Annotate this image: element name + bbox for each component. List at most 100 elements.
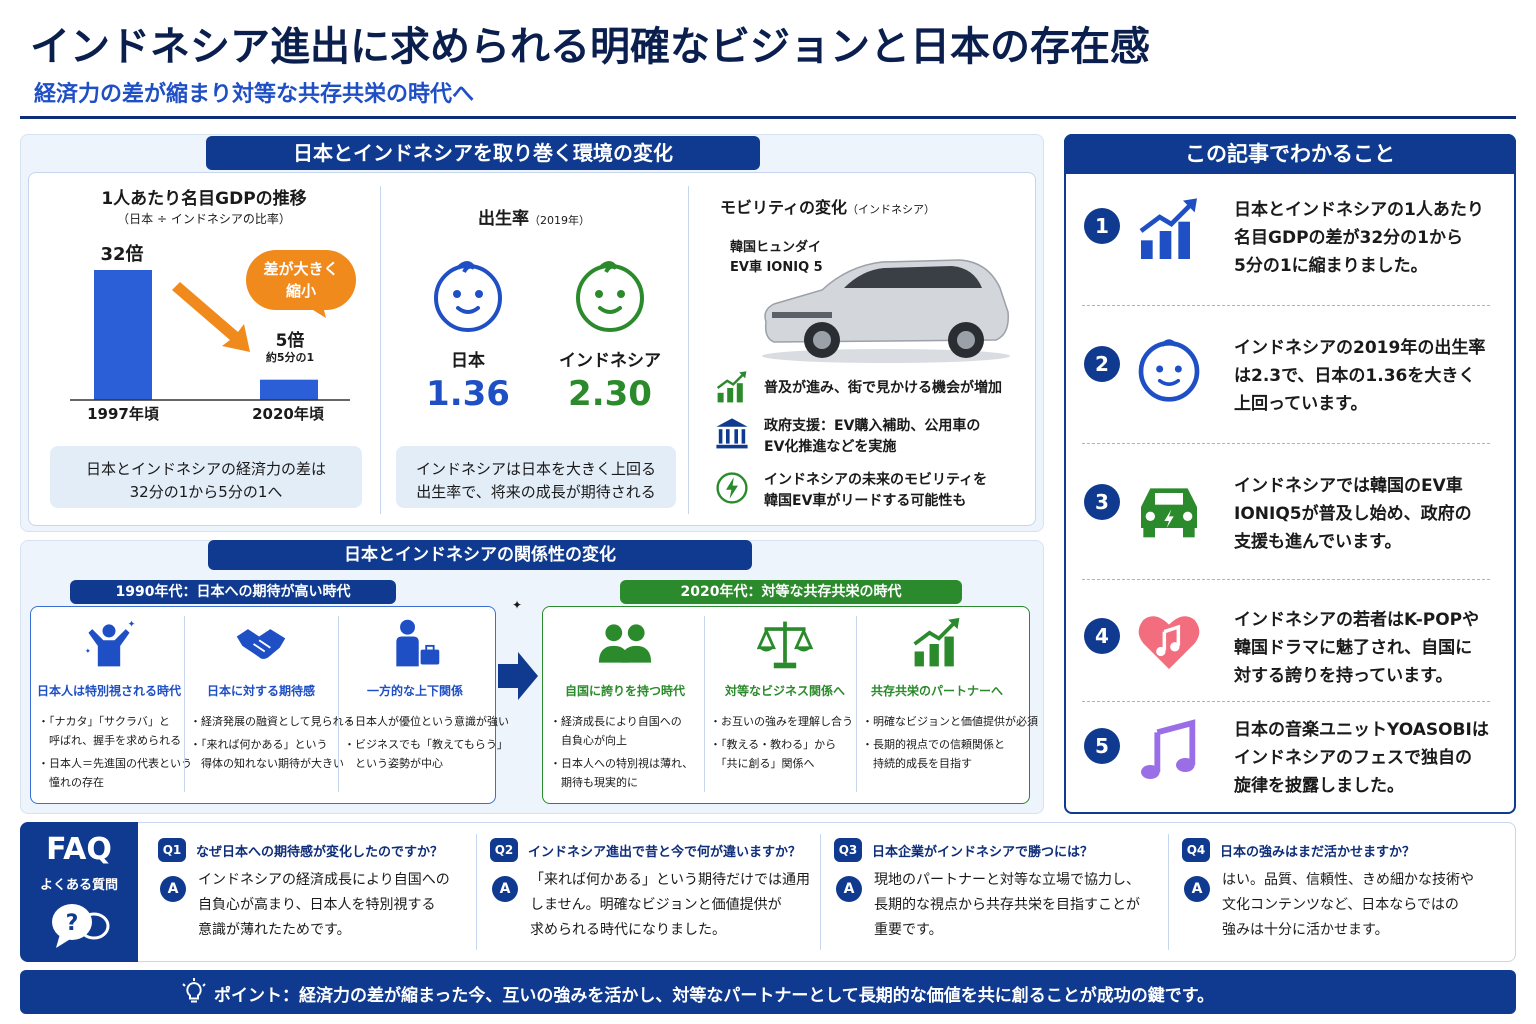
gdp-sub-label: 約5分の1: [265, 351, 315, 364]
birth-rate-title: 出生率（2019年）: [394, 204, 674, 229]
note-line: インドネシアは日本を大きく上回る: [415, 460, 656, 478]
answer-tag: A: [492, 876, 518, 902]
summary-divider: [1082, 305, 1490, 306]
divider: [338, 616, 339, 792]
summary-number: 5: [1084, 728, 1120, 764]
answer-tag: A: [1184, 876, 1210, 902]
handshake-icon: [236, 629, 286, 659]
heart-music-icon: [1138, 616, 1200, 669]
summary-line: は2.3で、日本の1.36を大きく: [1234, 366, 1476, 386]
summary-line: 上回っています。: [1234, 394, 1368, 414]
summary-line: インドネシアのフェスで独自の: [1234, 748, 1472, 768]
faq-answer-line: はい。品質、信頼性、きめ細かな技術や: [1222, 872, 1474, 888]
summary-line: 対する誇りを持っています。: [1234, 666, 1453, 686]
summary-text: インドネシアの若者はK-POPや韓国ドラマに魅了され、自国に対する誇りを持ってい…: [1234, 606, 1479, 690]
bullet-line: ・「教える・教わる」から: [710, 738, 837, 751]
faq-answer-line: しません。明確なビジョンと価値提供が: [530, 897, 782, 913]
summary-line: インドネシアでは韓国のEV車: [1234, 476, 1463, 496]
faq-answer-line: 求められる時代になりました。: [530, 922, 726, 938]
note-line: 出生率で、将来の成長が期待される: [416, 483, 656, 501]
callout-text: 縮小: [285, 282, 316, 300]
answer-tag: A: [160, 876, 186, 902]
bullet-line: という姿勢が中心: [344, 757, 443, 770]
column-heading: 共存共栄のパートナーへ: [870, 684, 1003, 698]
svg-text:✦: ✦: [128, 619, 136, 630]
faq-question: 日本企業がインドネシアで勝つには？: [872, 845, 1094, 860]
electric-car-icon: [1141, 488, 1197, 538]
arrow-right-icon: [498, 652, 538, 700]
baby-face-icon: [1138, 339, 1200, 402]
faq-answer-line: 自負心が高まり、日本人を特別視する: [198, 897, 436, 913]
summary-heading: この記事でわかること: [1064, 134, 1516, 174]
summary-number: 4: [1084, 618, 1120, 654]
faq-answer: 「来れば何かある」という期待だけでは通用しません。明確なビジョンと価値提供が求め…: [530, 868, 810, 943]
gdp-bar: [94, 270, 152, 400]
car-label: 韓国ヒュンダイ EV車 IONIQ 5: [730, 238, 823, 278]
summary-divider: [1082, 579, 1490, 580]
faq-answer-line: 「来れば何かある」という期待だけでは通用: [530, 872, 810, 888]
birth-rate-value-indonesia: 2.30: [568, 374, 652, 414]
divider: [688, 186, 689, 514]
faq-answer-line: 強みは十分に活かせます。: [1222, 922, 1389, 938]
music-note-icon: [1141, 719, 1196, 779]
faq-title: FAQ: [46, 832, 112, 867]
summary-line: IONIQ5が普及し始め、政府の: [1234, 504, 1472, 524]
car-label-line: 韓国ヒュンダイ: [730, 240, 822, 255]
summary-line: 支援も進んでいます。: [1234, 532, 1402, 552]
bullet-line: ・経済成長により自国への: [550, 715, 682, 728]
scales-icon: [757, 621, 813, 669]
birth-rate-country: インドネシア: [559, 351, 661, 371]
gdp-chart-title: 1人あたり名目GDPの推移: [101, 189, 307, 209]
column-heading: 自国に誇りを持つ時代: [564, 684, 685, 698]
point-bar: [20, 970, 1516, 1014]
bullet-line: 持続的成長を目指す: [862, 757, 972, 770]
divider: [704, 616, 705, 792]
growth-chart-icon: [716, 371, 747, 403]
car-label-line: EV車 IONIQ 5: [730, 260, 823, 275]
summary-number: 1: [1084, 208, 1120, 244]
birth-rate-note: インドネシアは日本を大きく上回る 出生率で、将来の成長が期待される: [396, 446, 676, 508]
faq-panel: [20, 822, 1516, 962]
bullet-line: ・長期的視点での信頼関係と: [862, 738, 1005, 751]
faq-answer: インドネシアの経済成長により自国への自負心が高まり、日本人を特別視する意識が薄れ…: [198, 868, 450, 943]
gdp-category-label: 1997年頃: [87, 405, 159, 423]
summary-line: 名目GDPの差が32分の1から: [1234, 228, 1464, 248]
gdp-bar-chart: [70, 270, 350, 401]
mobility-item-line: EV化推進などを実施: [764, 439, 897, 455]
summary-line: 日本とインドネシアの1人あたり: [1234, 200, 1484, 220]
lightning-icon: [716, 472, 748, 504]
question-tag: Q4: [1182, 838, 1210, 862]
mobility-title-sub: （インドネシア）: [847, 203, 936, 216]
birth-rate-title-text: 出生率: [478, 209, 529, 229]
lightbulb-icon: [182, 978, 206, 1003]
bullet-line: ・「来れば何かある」という: [190, 738, 328, 751]
note-line: 日本とインドネシアの経済力の差は: [85, 460, 326, 478]
mobility-title-text: モビリティの変化: [720, 198, 848, 217]
divider: [184, 616, 185, 792]
celebrating-person-icon: ✦✦: [85, 619, 136, 667]
faq-answer-line: 文化コンテンツなど、日本ならではの: [1222, 897, 1459, 913]
summary-line: 韓国ドラマに魅了され、自国に: [1234, 638, 1473, 658]
mobility-item-line: 政府支援：EV購入補助、公用車の: [764, 418, 981, 434]
faq-question: インドネシア進出で昔と今で何が違いますか？: [528, 845, 802, 860]
divider: [856, 616, 857, 792]
people-icon: [598, 624, 652, 663]
summary-divider: [1082, 701, 1490, 702]
header-divider: [20, 116, 1516, 119]
bullet-line: 呼ばれ、握手を求められる: [38, 734, 182, 747]
gdp-category-label: 2020年頃: [252, 405, 324, 423]
divider: [476, 834, 477, 950]
page-subtitle: 経済力の差が縮まり対等な共存共栄の時代へ: [34, 82, 475, 107]
mobility-item-line: 普及が進み、街で見かける機会が増加: [764, 380, 1002, 396]
summary-divider: [1082, 443, 1490, 444]
gdp-value-label: 32倍: [100, 244, 144, 265]
gdp-note: 日本とインドネシアの経済力の差は 32分の1から5分の1へ: [50, 446, 362, 508]
gdp-chart-subtitle: （日本 ÷ インドネシアの比率）: [117, 212, 291, 226]
bullet-line: ・ビジネスでも「教えてもらう」: [344, 738, 508, 751]
summary-text: インドネシアの2019年の出生率は2.3で、日本の1.36を大きく上回っています…: [1234, 334, 1485, 418]
bullet-line: 自負心が向上: [550, 734, 627, 747]
faq-answer: 現地のパートナーと対等な立場で協力し、長期的な視点から共存共栄を目指すことが重要…: [874, 868, 1140, 943]
bullet-line: ・日本人への特別視は薄れ、: [550, 757, 694, 770]
bullet-line: 得体の知れない期待が大きい: [190, 757, 344, 770]
birth-rate-year: （2019年）: [529, 214, 590, 227]
